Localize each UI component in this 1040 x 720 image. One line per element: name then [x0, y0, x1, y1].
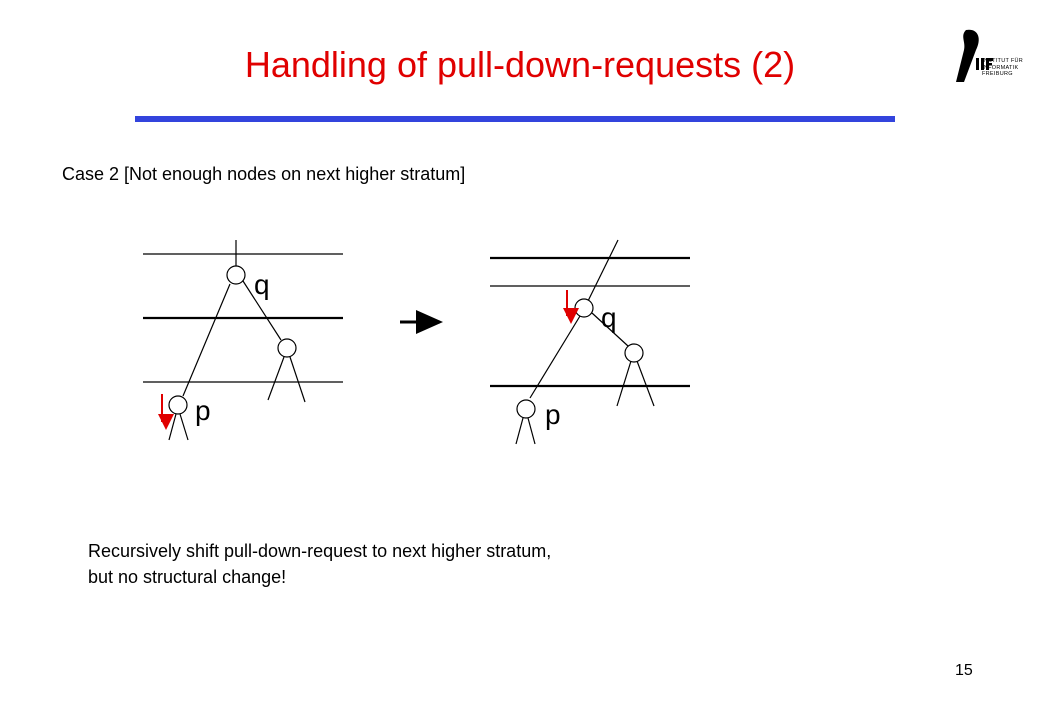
node — [277, 338, 297, 358]
slide-title: Handling of pull-down-requests (2) — [244, 44, 796, 85]
tree-edge — [636, 360, 655, 407]
logo-line: FREIBURG — [982, 71, 1013, 77]
tree-edge — [179, 413, 189, 441]
tree-edge — [182, 283, 231, 397]
title-underline — [135, 116, 895, 122]
note-line: Recursively shift pull-down-request to n… — [88, 541, 552, 561]
logo-line: INFORMATIK — [982, 64, 1019, 71]
tree-edge — [591, 312, 629, 347]
tree-edge — [242, 280, 282, 341]
tree-edge — [616, 360, 632, 407]
tree-edge — [168, 413, 177, 441]
node-p — [168, 395, 188, 415]
node-q — [574, 298, 594, 318]
explanation-note: Recursively shift pull-down-request to n… — [88, 538, 551, 590]
node-p — [516, 399, 536, 419]
parent-edge — [587, 239, 619, 302]
label-p: p — [195, 395, 211, 426]
tree-edge — [515, 417, 524, 445]
label-q: q — [601, 302, 617, 333]
tree-edge — [267, 356, 285, 401]
tree-edge — [289, 356, 306, 403]
university-logo — [956, 29, 993, 82]
after-state: q p — [490, 239, 690, 445]
note-line: but no structural change! — [88, 567, 287, 587]
page-number: 15 — [955, 662, 973, 679]
case-label: Case 2 [Not enough nodes on next higher … — [62, 164, 466, 184]
logo-line: INSTITUT FÜR — [982, 58, 1024, 64]
node — [624, 343, 644, 363]
node-q — [226, 265, 246, 285]
tree-edge — [529, 315, 581, 399]
label-p: p — [545, 399, 561, 430]
before-state: q p — [143, 240, 343, 441]
label-q: q — [254, 269, 270, 300]
logo-caption: INSTITUT FÜR INFORMATIK FREIBURG — [982, 58, 1023, 78]
tree-edge — [527, 417, 536, 445]
